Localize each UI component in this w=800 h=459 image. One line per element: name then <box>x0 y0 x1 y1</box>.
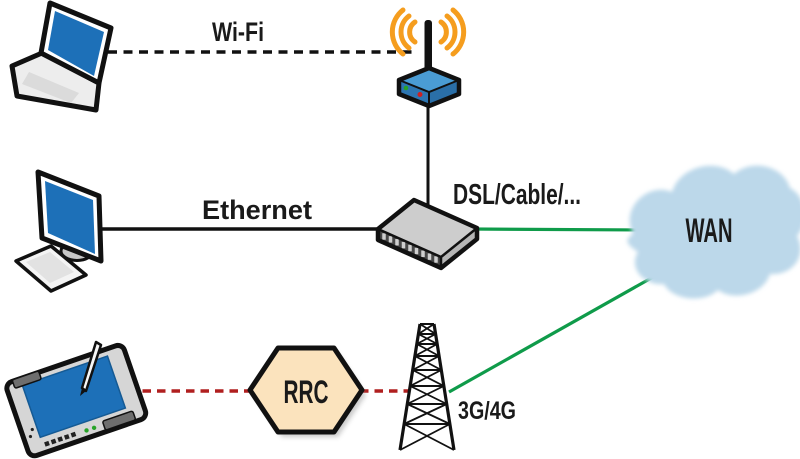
monitor-screen <box>45 181 95 254</box>
ethernet-label: Ethernet <box>202 195 312 225</box>
router-switch-icon <box>375 197 480 271</box>
tablet-grip-pad-top <box>11 370 42 389</box>
cell-tower-icon <box>398 323 456 451</box>
desktop-computer-icon <box>14 169 104 293</box>
laptop-icon <box>9 0 114 113</box>
wan-label: WAN <box>686 212 733 250</box>
tablet-led-1 <box>84 428 89 433</box>
antenna <box>424 20 432 80</box>
tablet-buttons <box>44 431 77 447</box>
rrc-hexagon <box>247 345 365 435</box>
tablet-dot-1 <box>28 434 33 439</box>
router-wan-green-line <box>469 227 649 232</box>
laptop-screen <box>48 11 104 76</box>
wireless-access-point-icon <box>389 7 467 109</box>
ap-led-green <box>403 85 409 91</box>
router-outline <box>375 197 480 271</box>
wifi-signal-waves-icon <box>389 7 467 57</box>
rrc-label: RRC <box>284 374 329 410</box>
wan-cloud: WAN <box>627 165 800 299</box>
router-top-face <box>378 200 477 257</box>
tower-rungs <box>404 323 450 425</box>
ap-outline <box>396 65 462 109</box>
rrc-node: RRC <box>247 345 366 437</box>
tower-legs <box>398 323 456 451</box>
cellular-label: 3G/4G <box>458 397 516 425</box>
tower-braces <box>399 323 455 451</box>
ap-right-face <box>429 80 459 106</box>
tablet-stylus-icon <box>4 340 149 459</box>
tablet-dot-2 <box>30 427 34 432</box>
cloud-icon <box>627 165 800 299</box>
laptop-keyboard-area <box>22 72 79 103</box>
tablet-screen <box>21 355 127 439</box>
dsl-cable-label: DSL/Cable/... <box>453 179 581 211</box>
tablet-body-group <box>4 342 149 459</box>
tablet-grip-pad-bottom <box>102 410 136 431</box>
ap-led-red <box>417 92 423 97</box>
keyboard-keys-area <box>26 252 74 283</box>
stylus-tip <box>80 388 86 396</box>
tablet-led-2 <box>91 425 97 430</box>
tower-wan-green-line <box>448 270 663 394</box>
wifi-label: Wi-Fi <box>212 17 264 47</box>
router-ports <box>382 233 438 263</box>
